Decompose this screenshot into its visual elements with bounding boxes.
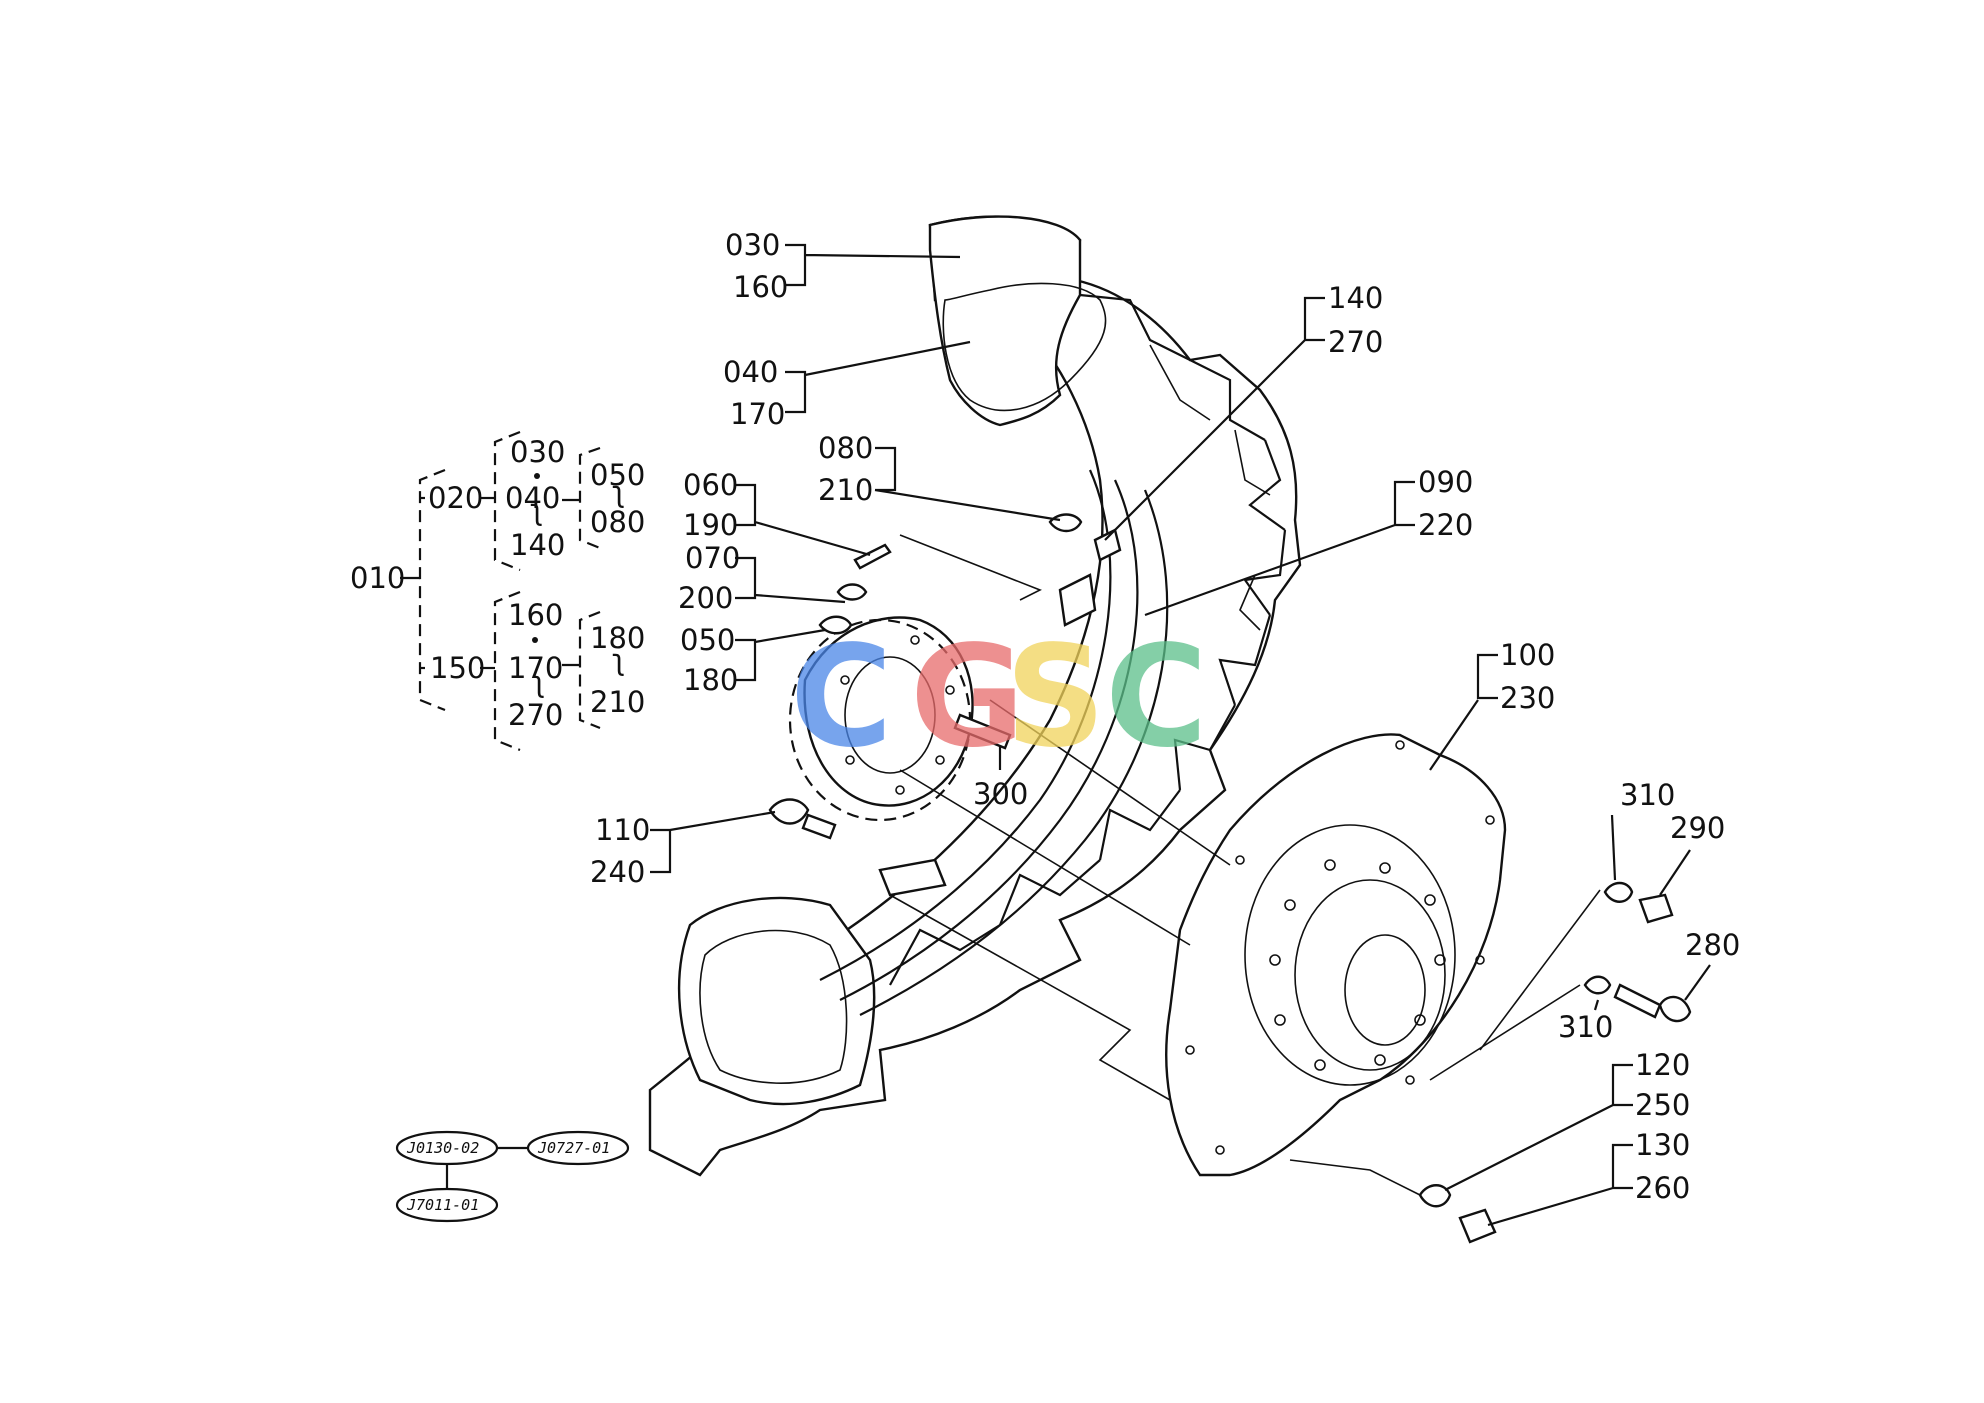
label-210: 210: [818, 473, 873, 507]
tree-170: 170: [508, 651, 563, 685]
small-parts: [768, 513, 1692, 1244]
ref-j7011-01: J7011-01: [406, 1196, 479, 1214]
tree-050: 050: [590, 458, 645, 492]
ref-j0130-02: J0130-02: [406, 1139, 479, 1157]
tire-drawing: [648, 215, 1302, 1177]
reference-bubbles: J0130-02 J0727-01 J7011-01: [395, 1130, 630, 1223]
tree-160: 160: [508, 598, 563, 632]
svg-text:ʅ: ʅ: [532, 665, 545, 699]
label-070: 070: [685, 541, 740, 575]
tree-270: 270: [508, 698, 563, 732]
label-030: 030: [725, 228, 780, 262]
label-120: 120: [1635, 1048, 1690, 1082]
label-060: 060: [683, 468, 738, 502]
tree-030: 030: [510, 435, 565, 469]
label-310-top: 310: [1620, 778, 1675, 812]
label-180: 180: [683, 663, 738, 697]
label-250: 250: [1635, 1088, 1690, 1122]
tree-180: 180: [590, 621, 645, 655]
tree-080: 080: [590, 505, 645, 539]
label-230: 230: [1500, 681, 1555, 715]
wheel-disc: [1165, 733, 1507, 1177]
label-270: 270: [1328, 325, 1383, 359]
tree-010: 010: [350, 561, 405, 595]
svg-text:ʅ: ʅ: [612, 475, 625, 509]
label-220: 220: [1418, 508, 1473, 542]
part-numbers: 030 160 040 170 140 270 080 210 090 220 …: [590, 228, 1740, 1205]
label-100: 100: [1500, 638, 1555, 672]
tree-140: 140: [510, 528, 565, 562]
tree-040: 040: [505, 481, 560, 515]
tree-020: 020: [428, 481, 483, 515]
label-140: 140: [1328, 281, 1383, 315]
tree-210: 210: [590, 685, 645, 719]
leader-lines: [650, 243, 1711, 1227]
label-170: 170: [730, 397, 785, 431]
watermark: C G S C: [790, 616, 1208, 779]
svg-text:ʅ: ʅ: [612, 643, 625, 677]
watermark-letter-2: G: [910, 616, 1025, 779]
label-110: 110: [595, 813, 650, 847]
label-050: 050: [680, 623, 735, 657]
label-300: 300: [973, 777, 1028, 811]
watermark-letter-4: C: [1105, 616, 1208, 779]
tree-150: 150: [430, 651, 485, 685]
label-090: 090: [1418, 465, 1473, 499]
label-240: 240: [590, 855, 645, 889]
label-290: 290: [1670, 811, 1725, 845]
label-130: 130: [1635, 1128, 1690, 1162]
label-310-bottom: 310: [1558, 1010, 1613, 1044]
label-260: 260: [1635, 1171, 1690, 1205]
svg-text:ʅ: ʅ: [530, 493, 543, 527]
watermark-letter-1: C: [790, 616, 893, 779]
watermark-letter-3: S: [1005, 616, 1106, 779]
assembly-tree: 010 020 150 030 040 ʅ 140 050 ʅ 080 160 …: [350, 430, 645, 752]
label-280: 280: [1685, 928, 1740, 962]
ref-j0727-01: J0727-01: [537, 1139, 610, 1157]
label-190: 190: [683, 508, 738, 542]
label-160: 160: [733, 270, 788, 304]
label-080: 080: [818, 431, 873, 465]
label-040: 040: [723, 355, 778, 389]
label-200: 200: [678, 581, 733, 615]
